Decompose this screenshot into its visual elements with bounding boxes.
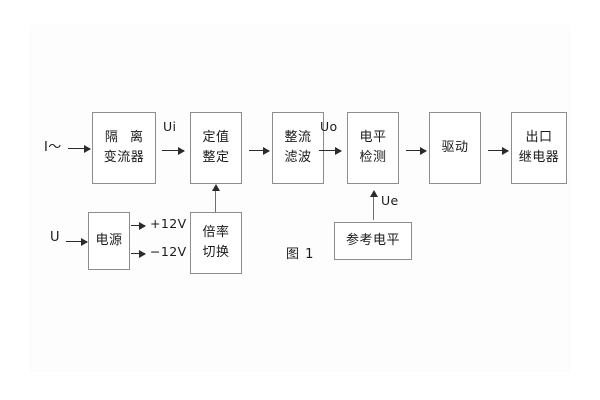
arrow-setting-to-rectify xyxy=(249,146,270,155)
block-setting-line2: 整定 xyxy=(202,150,230,165)
signal-label-ui: Ui xyxy=(163,119,177,134)
block-setting-line1: 定值 xyxy=(202,129,230,145)
figure-frame xyxy=(30,25,570,372)
block-output-line2: 继电器 xyxy=(518,150,560,165)
arrow-isolation-to-setting xyxy=(162,146,185,155)
signal-label-ue: Ue xyxy=(381,193,399,208)
rail-label-negative: −12V xyxy=(150,244,187,259)
signal-label-uo: Uo xyxy=(320,119,338,134)
block-reference-level: 参考电平 xyxy=(334,222,412,260)
block-rectify-line1: 整流 xyxy=(284,129,312,145)
block-isolation-line1: 隔 离 xyxy=(104,129,148,145)
block-isolation-transformer: 隔 离 变流器 xyxy=(92,112,156,184)
block-level-line2: 检测 xyxy=(359,150,387,165)
arrow-rail-negative xyxy=(131,249,146,258)
block-value-setting: 定值 整定 xyxy=(190,112,242,184)
figure-caption: 图 1 xyxy=(286,247,315,262)
block-multiplier-line2: 切换 xyxy=(202,245,230,260)
block-rectify-line2: 滤波 xyxy=(284,150,312,165)
block-drive-line1: 驱动 xyxy=(441,139,469,155)
block-supply-line1: 电源 xyxy=(95,232,123,248)
arrow-input-to-supply xyxy=(66,237,88,246)
current-input-label: I～ xyxy=(44,140,62,155)
block-isolation-line2: 变流器 xyxy=(103,150,145,165)
block-reference-line1: 参考电平 xyxy=(345,232,400,248)
block-level-detection: 电平 检测 xyxy=(347,112,399,184)
block-multiplier-line1: 倍率 xyxy=(202,224,230,240)
block-rectifier-filter: 整流 滤波 xyxy=(272,112,324,184)
arrow-rail-positive xyxy=(131,221,146,230)
block-multiplier-switch: 倍率 切换 xyxy=(190,212,242,274)
voltage-input-label: U xyxy=(50,230,60,245)
block-output-relay: 出口 继电器 xyxy=(511,112,567,184)
arrow-level-to-drive xyxy=(406,146,427,155)
arrow-input-to-isolation xyxy=(68,144,91,153)
arrow-reference-to-level xyxy=(369,190,378,220)
block-output-line1: 出口 xyxy=(525,129,553,145)
block-level-line1: 电平 xyxy=(359,129,387,145)
arrow-drive-to-output xyxy=(488,146,509,155)
arrow-rectify-to-level xyxy=(319,146,342,155)
block-power-supply: 电源 xyxy=(88,212,130,270)
rail-label-positive: +12V xyxy=(150,216,187,231)
block-drive: 驱动 xyxy=(429,112,481,184)
arrow-multiplier-to-setting xyxy=(211,184,220,212)
